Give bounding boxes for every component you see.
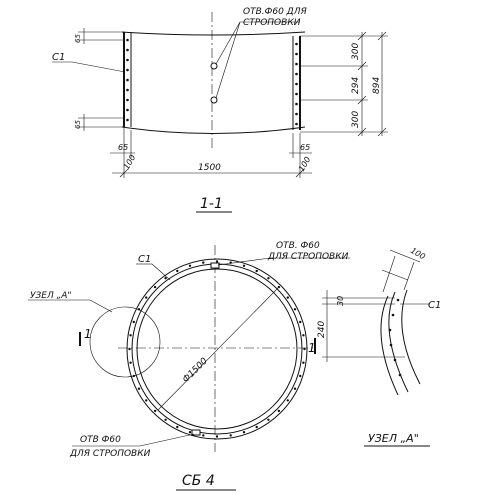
dim-seg-300-top: 300 bbox=[351, 43, 361, 60]
section-lifting-hole-top bbox=[210, 62, 218, 70]
section-view: ОТВ.Ф60 ДЛЯ СТРОПОВКИ С1 65 65 300 294 3… bbox=[52, 7, 388, 213]
plan-view: Ф1500 ОТВ. Ф60 ДЛЯ СТРОПОВКИ ОТВ Ф60 ДЛЯ… bbox=[28, 241, 350, 491]
plan-rebar-dot bbox=[302, 334, 305, 337]
plan-hole-note-top-line2: ДЛЯ СТРОПОВКИ bbox=[267, 252, 349, 262]
node-wall-outer bbox=[388, 291, 409, 393]
plan-rebar-dot bbox=[176, 269, 179, 273]
plan-rebar-dot bbox=[202, 261, 205, 264]
node-dim-100: 100 bbox=[409, 246, 427, 261]
plan-rebar-dot bbox=[176, 425, 179, 429]
dim-top-offset: 65 bbox=[74, 34, 82, 43]
hole-leader-2 bbox=[215, 21, 241, 99]
plan-rebar-dot bbox=[255, 269, 258, 273]
plan-rebar-dot bbox=[153, 409, 157, 413]
plan-rebar-dot bbox=[286, 399, 289, 402]
plan-cut-label-left: 1 bbox=[84, 327, 92, 341]
plan-rebar-dot bbox=[293, 308, 297, 311]
plan-rebar-dot bbox=[242, 264, 246, 267]
node-dim-240: 240 bbox=[317, 321, 327, 338]
plan-outer-ring bbox=[126, 258, 308, 440]
plan-rebar-dot bbox=[128, 347, 131, 351]
plan-rebar-dot bbox=[267, 277, 270, 280]
dim-seg-300-bottom: 300 bbox=[351, 111, 361, 128]
dim-right-65: 65 bbox=[300, 143, 310, 152]
plan-rebar-dot bbox=[145, 296, 148, 299]
dim-bottom-offset: 65 bbox=[74, 120, 82, 129]
plan-rebar-dot bbox=[215, 260, 219, 263]
node-a-detail: 100 30 240 С1 УЗЕЛ „А" bbox=[317, 246, 441, 447]
plan-lifting-hole-top bbox=[210, 262, 220, 269]
node-mark-c1: С1 bbox=[428, 300, 441, 311]
plan-hole-note-bottom-line2: ДЛЯ СТРОПОВКИ bbox=[69, 449, 151, 459]
section-left-rebar bbox=[126, 38, 129, 122]
plan-diameter-line bbox=[157, 287, 279, 411]
plan-rebar-dot bbox=[129, 361, 132, 364]
plan-cut-label-right: 1 bbox=[308, 341, 316, 355]
plan-rebar-dot bbox=[188, 431, 192, 434]
plan-rebar-dot bbox=[286, 296, 289, 299]
plan-rebar-dot bbox=[188, 264, 192, 267]
plan-node-a-circle bbox=[89, 306, 161, 378]
plan-lifting-hole-bottom bbox=[191, 429, 201, 436]
plan-rebar-dot bbox=[293, 387, 297, 390]
plan-rebar-dot bbox=[164, 277, 167, 280]
section-top-edge bbox=[121, 31, 306, 36]
section-title: 1-1 bbox=[200, 196, 223, 212]
hole-leader-1 bbox=[215, 21, 241, 65]
node-title: УЗЕЛ „А" bbox=[368, 432, 419, 445]
plan-rebar-dot bbox=[303, 347, 306, 351]
plan-rebar-dot bbox=[277, 409, 281, 413]
dim-length: 1500 bbox=[198, 163, 221, 173]
plan-rebar-dot bbox=[299, 320, 302, 324]
plan-title: СБ 4 bbox=[182, 473, 215, 489]
plan-rebar-dot bbox=[255, 425, 258, 429]
section-right-rebar bbox=[295, 42, 298, 126]
section-hole-note-line2: СТРОПОВКИ bbox=[243, 18, 301, 28]
dim-left-65: 65 bbox=[118, 143, 128, 152]
dim-seg-294: 294 bbox=[351, 77, 361, 94]
section-bottom-edge bbox=[121, 126, 306, 134]
plan-hole-note-bottom-line1: ОТВ Ф60 bbox=[80, 435, 121, 445]
plan-diameter-label: Ф1500 bbox=[181, 356, 210, 385]
node-dim-30: 30 bbox=[336, 296, 345, 306]
dim-right-100: 100 bbox=[297, 155, 312, 173]
plan-rebar-dot bbox=[145, 399, 148, 402]
plan-rebar-dot bbox=[132, 320, 135, 324]
plan-rebar-dot bbox=[277, 285, 281, 289]
plan-rebar-dot bbox=[137, 387, 141, 390]
section-hole-note-line1: ОТВ.Ф60 ДЛЯ bbox=[243, 7, 307, 17]
node-wall-inner bbox=[401, 289, 421, 385]
plan-mark-c1: С1 bbox=[138, 254, 151, 265]
section-lifting-hole-bottom bbox=[210, 96, 218, 104]
plan-rebar-dot bbox=[164, 418, 167, 421]
plan-node-callout: УЗЕЛ „А" bbox=[30, 291, 72, 301]
section-mark-c1: С1 bbox=[52, 52, 65, 63]
section-mark-leader bbox=[71, 61, 126, 73]
plan-rebar-dot bbox=[299, 374, 302, 378]
plan-rebar-dot bbox=[267, 418, 270, 421]
plan-rebar-dot bbox=[242, 431, 246, 434]
plan-hole-note-top-line1: ОТВ. Ф60 bbox=[276, 241, 320, 251]
plan-rebar-dot bbox=[202, 434, 205, 437]
dim-total-height: 894 bbox=[372, 77, 382, 94]
plan-rebar-dot bbox=[229, 434, 232, 437]
plan-rebar bbox=[128, 260, 306, 438]
plan-rebar-dot bbox=[302, 361, 305, 364]
plan-rebar-dot bbox=[129, 334, 132, 337]
plan-rebar-dot bbox=[215, 435, 219, 438]
plan-rebar-dot bbox=[153, 285, 157, 289]
plan-inner-ring bbox=[136, 268, 298, 430]
